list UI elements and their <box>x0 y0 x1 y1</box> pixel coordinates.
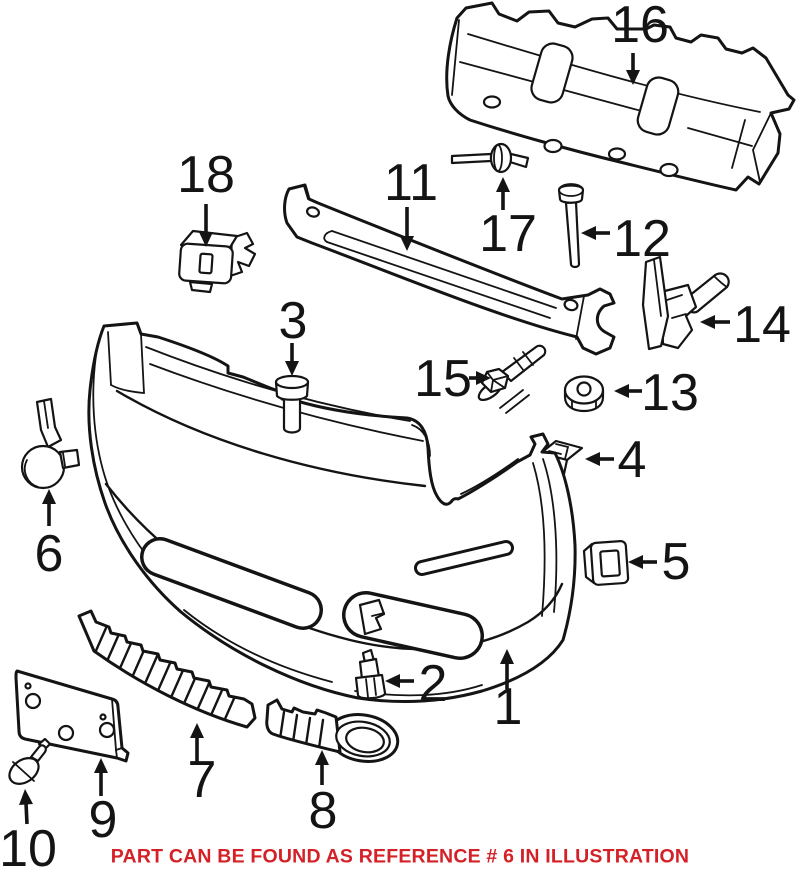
arrow-to-part-1 <box>500 649 514 689</box>
arrow-to-part-12 <box>581 226 610 240</box>
arrow-to-part-14 <box>700 315 730 329</box>
reference-caption: PART CAN BE FOUND AS REFERENCE # 6 IN IL… <box>110 845 690 868</box>
arrow-to-part-15 <box>469 371 491 385</box>
part-label-10: 10 <box>0 820 57 873</box>
part-label-13: 13 <box>641 364 699 422</box>
part-label-12: 12 <box>613 210 671 268</box>
part-label-2: 2 <box>418 655 448 713</box>
part-label-14: 14 <box>733 296 791 354</box>
part-6-bracket-drawing <box>20 397 81 490</box>
arrow-to-part-11 <box>400 207 414 251</box>
part-label-15: 15 <box>414 350 472 408</box>
arrow-to-part-18 <box>199 204 213 247</box>
part-1-bumper-cover-drawing <box>87 321 577 704</box>
part-label-8: 8 <box>308 782 338 840</box>
part-label-3: 3 <box>278 292 308 350</box>
part-label-18: 18 <box>177 146 235 204</box>
part-10-push-pin-drawing <box>8 737 52 785</box>
arrow-to-part-7 <box>190 723 204 764</box>
part-label-6: 6 <box>34 525 64 583</box>
part-12-bolt-drawing <box>557 183 585 269</box>
arrow-to-part-2 <box>385 674 414 688</box>
arrow-to-part-10 <box>19 789 33 825</box>
part-15-hex-bolt-drawing <box>477 344 547 414</box>
arrow-to-part-9 <box>94 758 108 796</box>
part-label-7: 7 <box>187 751 217 809</box>
arrow-to-part-6 <box>42 489 56 526</box>
callout-arrows <box>19 53 730 825</box>
part-16-heat-shield-drawing <box>445 1 796 192</box>
part-2-rivet-drawing <box>354 648 387 700</box>
part-8-fog-grille-drawing <box>265 698 400 763</box>
part-label-5: 5 <box>661 533 691 591</box>
part-17-push-pin-drawing <box>450 142 530 174</box>
part-label-11: 11 <box>384 154 438 212</box>
arrow-to-part-16 <box>626 53 640 85</box>
arrow-to-part-3 <box>285 343 299 376</box>
part-label-16: 16 <box>611 0 669 54</box>
part-label-9: 9 <box>88 791 118 849</box>
arrow-to-part-13 <box>614 384 642 398</box>
part-3-bolt-drawing <box>274 374 310 434</box>
part-label-4: 4 <box>617 431 647 489</box>
part-5-retainer-drawing <box>582 540 630 586</box>
part-11-impact-bar-drawing <box>283 183 616 356</box>
arrow-to-part-4 <box>585 452 614 466</box>
part-label-1: 1 <box>493 678 523 736</box>
part-9-license-bracket-drawing <box>14 669 130 763</box>
part-18-bracket-drawing <box>178 229 257 294</box>
arrow-to-part-8 <box>315 750 329 785</box>
part-13-flange-nut-drawing <box>563 375 605 413</box>
part-7-grille-strip-drawing <box>77 609 257 729</box>
part-14-bracket-drawing <box>641 255 730 351</box>
arrow-to-part-17 <box>496 177 510 210</box>
arrow-to-part-5 <box>628 555 657 569</box>
part-label-17: 17 <box>479 205 537 263</box>
